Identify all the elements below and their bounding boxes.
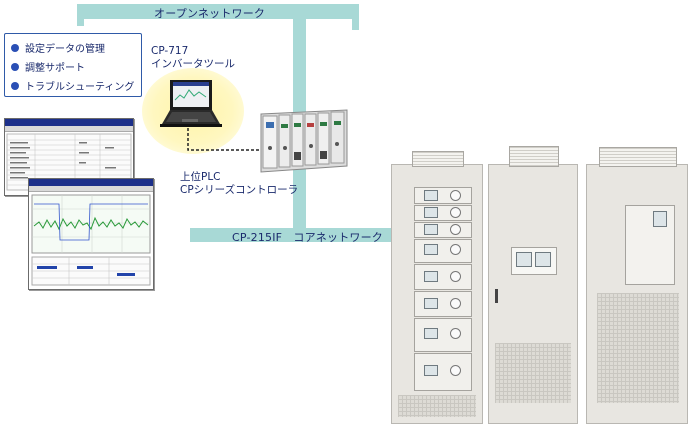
bullet-icon [11, 62, 19, 71]
display-panel [625, 205, 675, 285]
top-vent [412, 151, 464, 167]
meter-icon [424, 365, 438, 376]
controller-label-line2: CPシリーズコントローラ [180, 184, 299, 196]
knob-icon [450, 298, 461, 309]
drawer-unit [414, 264, 472, 290]
bullet-icon [11, 43, 19, 52]
open-network-label: オープンネットワーク [154, 7, 266, 20]
bottom-vent [495, 343, 571, 403]
open-network-drop-right [352, 4, 359, 30]
meter-icon [424, 224, 438, 235]
feature-item: 調整サポート [11, 57, 141, 76]
display-icon [516, 252, 532, 267]
panel-cabinet-1 [391, 151, 483, 424]
panel-cabinet-2 [488, 146, 578, 424]
bottom-vent [398, 395, 476, 417]
meter-icon [424, 190, 438, 201]
plc-controller-image [260, 109, 348, 173]
knob-icon [450, 190, 461, 201]
drawer-unit [414, 187, 472, 204]
core-network-bar [190, 228, 395, 242]
knob-icon [450, 328, 461, 339]
knob-icon [450, 207, 461, 218]
door-handle-icon [495, 289, 498, 303]
drawer-unit [414, 291, 472, 317]
knob-icon [450, 271, 461, 282]
drawer-unit [414, 222, 472, 238]
display-icon [653, 211, 667, 227]
drawer-unit [414, 318, 472, 352]
trend-graph-graphic [31, 194, 151, 286]
open-network-drop-left [77, 4, 84, 26]
feature-item: 設定データの管理 [11, 38, 141, 57]
feature-text: 調整サポート [25, 63, 85, 74]
feature-text: トラブルシューティング [25, 82, 135, 93]
meter-icon [424, 207, 438, 218]
meter-icon [424, 298, 438, 309]
meter-icon [424, 271, 438, 282]
meter-icon [424, 328, 438, 339]
meter-icon [424, 244, 438, 255]
tool-model-label: CP-717 [151, 45, 189, 57]
core-network-label: CP-215IF コアネットワーク [232, 231, 384, 244]
panel-cabinet-3 [586, 147, 688, 424]
display-icon [535, 252, 551, 267]
feature-item: トラブルシューティング [11, 76, 141, 95]
laptop-icon [160, 80, 222, 127]
knob-icon [450, 244, 461, 255]
feature-text: 設定データの管理 [25, 44, 105, 55]
tool-window-front [28, 178, 154, 290]
drawer-unit [414, 239, 472, 263]
drawer-unit [414, 205, 472, 221]
feature-list: 設定データの管理 調整サポート トラブルシューティング [4, 33, 142, 97]
top-vent [509, 146, 559, 167]
laptop-plc-link [187, 128, 264, 151]
drawer-unit [414, 353, 472, 391]
knob-icon [450, 365, 461, 376]
knob-icon [450, 224, 461, 235]
top-vent [599, 147, 677, 167]
controller-label-line1: 上位PLC [180, 171, 221, 183]
bottom-vent [597, 293, 679, 403]
tool-name-label: インバータツール [151, 58, 235, 70]
bullet-icon [11, 81, 19, 90]
open-network-bar [77, 4, 359, 19]
